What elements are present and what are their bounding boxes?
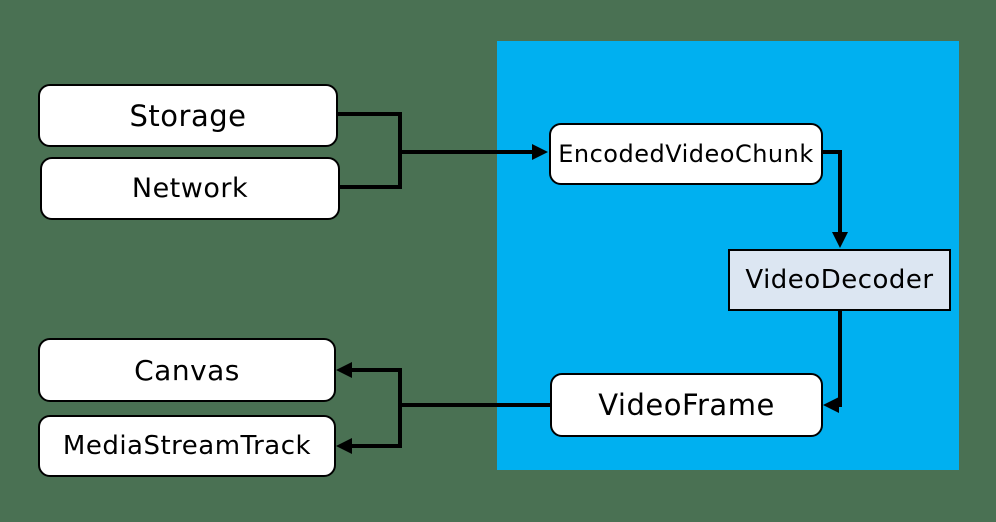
edge-split-vertical-line xyxy=(398,368,402,448)
arrowhead-into-video-decoder xyxy=(832,232,848,248)
storage-node-label: Storage xyxy=(129,98,247,133)
arrowhead-into-encoded-video-chunk xyxy=(532,144,548,160)
arrowhead-into-media-stream-track xyxy=(336,438,352,454)
edge-chunk-to-decoder-line xyxy=(838,150,842,234)
edge-to-media-stream-track-line xyxy=(350,444,402,448)
arrowhead-into-canvas xyxy=(336,362,352,378)
canvas-node-label: Canvas xyxy=(134,353,240,387)
canvas-node: Canvas xyxy=(38,338,336,402)
encoded-video-chunk-node-label: EncodedVideoChunk xyxy=(558,140,814,168)
arrowhead-into-video-frame xyxy=(823,397,839,413)
media-stream-track-node: MediaStreamTrack xyxy=(38,415,336,477)
edge-decoder-to-frame-line xyxy=(838,311,842,407)
storage-node: Storage xyxy=(38,84,338,147)
video-frame-node: VideoFrame xyxy=(550,373,823,437)
video-decoder-node-label: VideoDecoder xyxy=(745,265,934,295)
video-frame-node-label: VideoFrame xyxy=(598,388,775,422)
edge-frame-out-line xyxy=(398,403,550,407)
media-stream-track-node-label: MediaStreamTrack xyxy=(62,431,312,461)
edge-storage-line xyxy=(338,112,402,116)
network-node-label: Network xyxy=(131,173,249,204)
video-decoder-node: VideoDecoder xyxy=(728,249,951,311)
edge-to-canvas-line xyxy=(350,368,402,372)
edge-chunk-elbow-line xyxy=(822,150,842,154)
edge-to-chunk-line xyxy=(400,150,534,154)
encoded-video-chunk-node: EncodedVideoChunk xyxy=(549,123,823,185)
network-node: Network xyxy=(40,157,340,220)
edge-network-line xyxy=(340,185,402,189)
